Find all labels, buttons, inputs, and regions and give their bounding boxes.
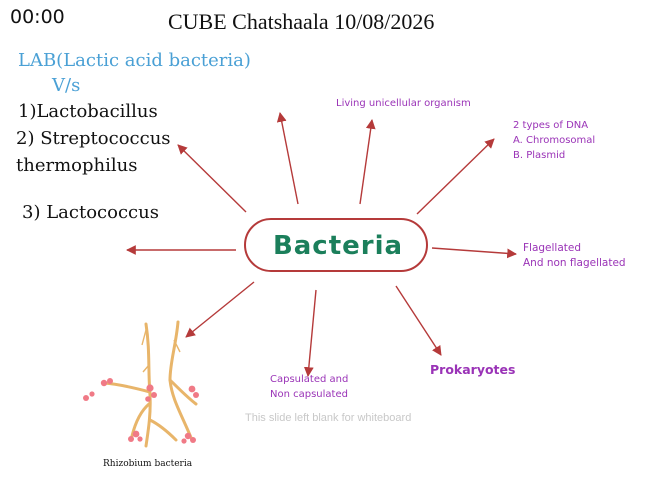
arrow-down (303, 289, 317, 377)
list-item-thermophilus: thermophilus (16, 155, 138, 176)
nodule (193, 392, 199, 398)
arrow-lower-right (395, 285, 442, 356)
branch-capsulated: Capsulated and Non capsulated (270, 372, 348, 402)
bacteria-center-label: Bacteria (272, 231, 404, 261)
capsulated-line1: Capsulated and (270, 374, 349, 385)
nodule (89, 391, 95, 397)
lab-heading: LAB(Lactic acid bacteria) (18, 50, 251, 71)
vs-text: V/s (52, 75, 81, 96)
rhizobium-roots-illustration (83, 320, 199, 448)
capsulated-line2: Non capsulated (270, 389, 348, 400)
nodule (190, 437, 196, 443)
arrow-upper-right (416, 138, 495, 215)
branch-living-unicellular: Living unicellular organism (336, 98, 471, 109)
dna-chromosomal: A. Chromosomal (513, 135, 596, 146)
nodule (188, 385, 196, 393)
nodule (132, 430, 140, 438)
nodule (137, 436, 143, 442)
arrow-up-left (276, 112, 299, 205)
nodule (100, 379, 108, 387)
list-item-lactococcus: 3) Lactococcus (22, 202, 159, 223)
nodule (145, 396, 151, 402)
branch-prokaryotes: Prokaryotes (430, 362, 516, 377)
whiteboard-watermark: This slide left blank for whiteboard (245, 412, 412, 424)
arrow-lower-left (185, 281, 255, 338)
arrow-right (431, 247, 517, 259)
nodule (128, 436, 134, 442)
dna-title: 2 types of DNA (513, 120, 589, 131)
nodule (181, 438, 187, 444)
arrow-up-right (359, 119, 376, 205)
flagellated-line1: Flagellated (523, 242, 582, 254)
timer-display: 00:00 (10, 6, 65, 28)
nodule (151, 392, 157, 398)
nodule (83, 395, 89, 401)
branch-flagellated: Flagellated And non flagellated (523, 241, 626, 271)
list-item-lactobacillus: 1)Lactobacillus (18, 101, 158, 122)
nodule (146, 384, 154, 392)
branch-dna-types: 2 types of DNA A. Chromosomal B. Plasmid (513, 118, 595, 163)
slide-title: CUBE Chatshaala 10/08/2026 (168, 9, 435, 34)
bacteria-center-node: Bacteria (244, 218, 428, 272)
arrow-upper-left (177, 144, 247, 213)
dna-plasmid: B. Plasmid (513, 150, 566, 161)
rhizobium-caption: Rhizobium bacteria (103, 459, 193, 469)
list-item-streptococcus: 2) Streptococcus (16, 128, 171, 149)
flagellated-line2: And non flagellated (523, 257, 626, 269)
nodule (107, 378, 113, 384)
nodule (184, 432, 192, 440)
